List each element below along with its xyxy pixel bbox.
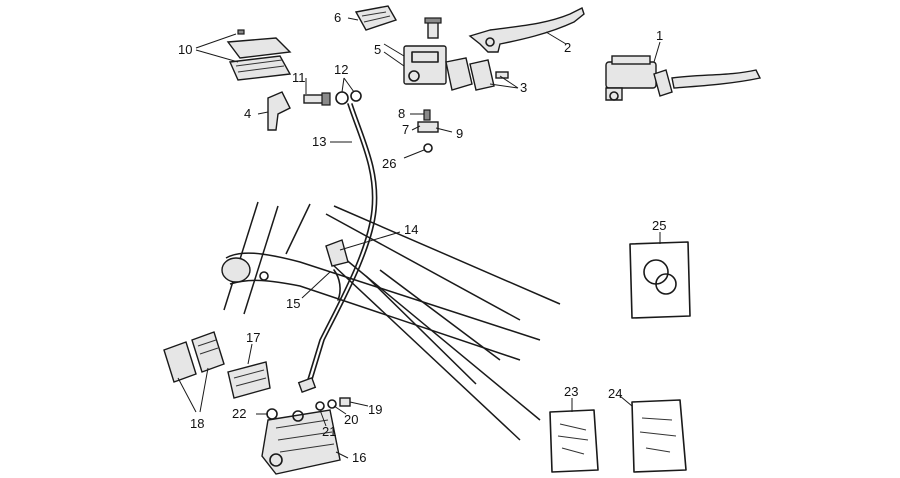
rubber-boot [267, 91, 291, 131]
brake-caliper [261, 409, 341, 475]
master-cylinder-assembly [605, 55, 762, 101]
clamp [469, 59, 509, 91]
callout-20: 20 [344, 412, 358, 427]
brake-pads [163, 331, 225, 383]
seal-kit-24 [631, 399, 687, 473]
callout-24: 24 [608, 386, 622, 401]
brake-hose [297, 103, 378, 393]
callout-22: 22 [232, 406, 246, 421]
reservoir-cap [354, 5, 398, 31]
hose-bracket [417, 109, 439, 153]
callout-7: 7 [402, 122, 409, 137]
callout-8: 8 [398, 106, 405, 121]
callout-2: 2 [564, 40, 571, 55]
callout-25: 25 [652, 218, 666, 233]
callout-17: 17 [246, 330, 260, 345]
callout-1: 1 [656, 28, 663, 43]
reservoir-membrane [226, 29, 292, 81]
callout-16: 16 [352, 450, 366, 465]
callout-3: 3 [520, 80, 527, 95]
callout-12: 12 [334, 62, 348, 77]
callout-23: 23 [564, 384, 578, 399]
leader-lines [177, 17, 661, 459]
callout-14: 14 [404, 222, 418, 237]
callout-4: 4 [244, 106, 251, 121]
seal-kit-25 [629, 241, 691, 319]
callout-13: 13 [312, 134, 326, 149]
callout-19: 19 [368, 402, 382, 417]
hose-guide [325, 239, 349, 301]
callout-11: 11 [292, 70, 306, 85]
frame-tubes [221, 201, 561, 441]
callout-26: 26 [382, 156, 396, 171]
callout-labels: 1 2 3 4 5 6 7 8 9 10 11 12 13 14 15 16 1… [178, 10, 666, 465]
callout-5: 5 [374, 42, 381, 57]
master-cylinder-body [403, 17, 473, 91]
callout-10: 10 [178, 42, 192, 57]
brake-lever [468, 7, 585, 53]
pad-spring [227, 361, 271, 399]
callout-9: 9 [456, 126, 463, 141]
callout-15: 15 [286, 296, 300, 311]
callout-6: 6 [334, 10, 341, 25]
seal-kit-23 [549, 409, 599, 473]
banjo-bolt [303, 90, 362, 106]
callout-18: 18 [190, 416, 204, 431]
callout-21: 21 [322, 424, 336, 439]
